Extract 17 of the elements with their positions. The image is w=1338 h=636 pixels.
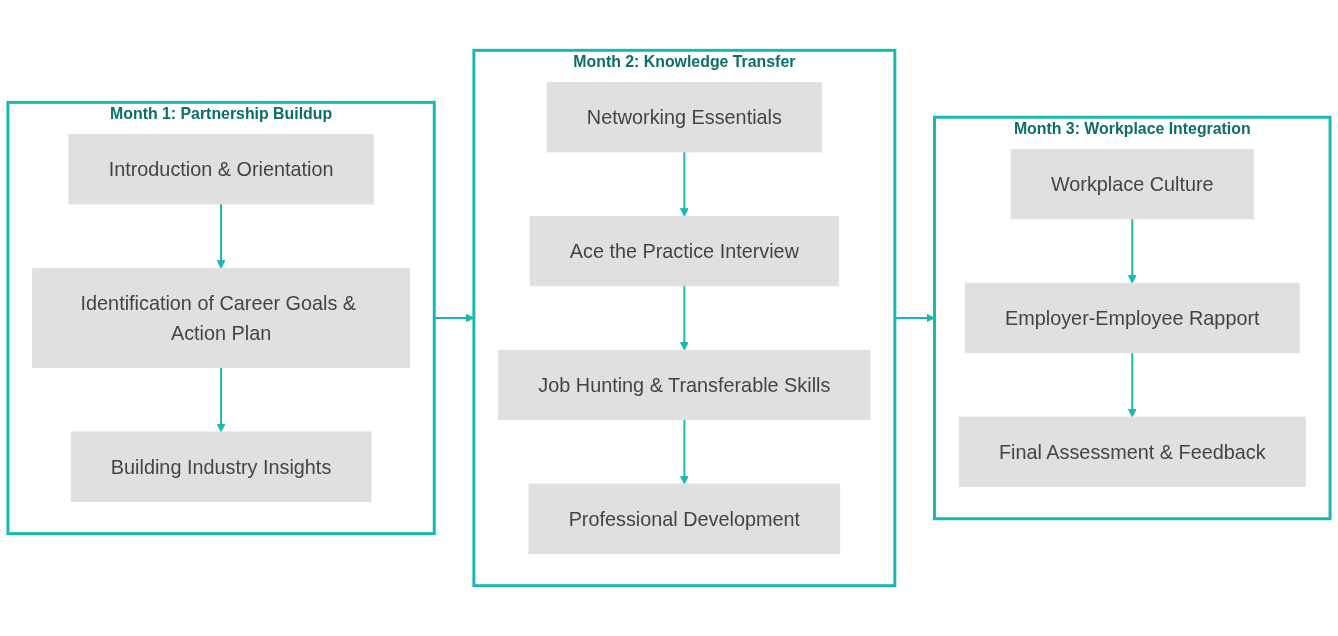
arrow [680, 284, 689, 351]
node-box: Ace the Practice Interview [529, 215, 840, 287]
arrow [680, 418, 689, 485]
node-box: Networking Essentials [546, 82, 823, 153]
arrow [216, 366, 226, 433]
arrow [680, 150, 689, 217]
node-box: Final Assessment & Feedback [958, 416, 1306, 488]
node-box: Job Hunting & Transferable Skills [498, 349, 871, 421]
node-box: Employer-Employee Rapport [964, 282, 1300, 354]
arrow [216, 203, 226, 269]
node-box: Professional Development [528, 483, 841, 554]
node-box: Introduction & Orientation [68, 134, 374, 205]
node-box: Workplace Culture [1010, 148, 1254, 220]
arrow [1127, 351, 1137, 418]
node-box: Identification of Career Goals & Action Plan [32, 267, 410, 369]
node-box: Building Industry Insights [70, 431, 372, 502]
arrow [1127, 217, 1137, 284]
